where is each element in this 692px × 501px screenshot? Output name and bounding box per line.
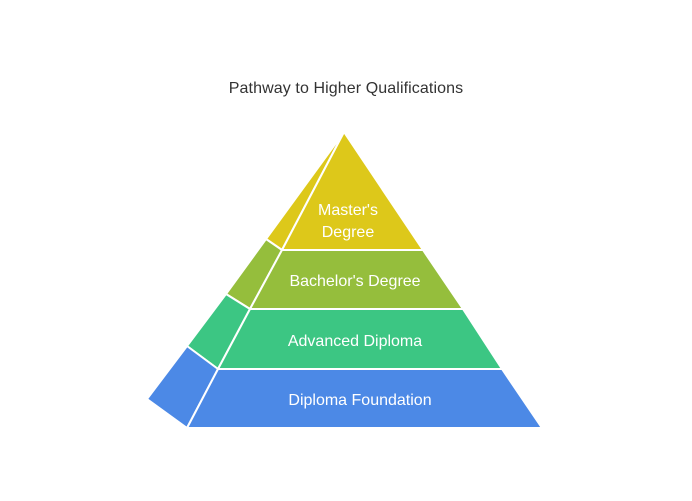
tier-masters-label-line2: Degree xyxy=(322,224,375,241)
tier-foundation-face xyxy=(186,368,543,429)
tier-bachelors: Bachelor's Degree xyxy=(225,238,464,310)
tier-advanced: Advanced Diploma xyxy=(186,293,503,370)
tier-foundation-label: Diploma Foundation xyxy=(288,392,431,409)
tier-advanced-label: Advanced Diploma xyxy=(288,333,422,350)
tier-foundation: Diploma Foundation xyxy=(146,345,543,429)
tier-bachelors-label: Bachelor's Degree xyxy=(289,273,420,290)
diagram-title: Pathway to Higher Qualifications xyxy=(228,80,464,97)
tier-masters: Master's Degree xyxy=(265,131,424,251)
tier-masters-label-line1: Master's xyxy=(318,202,378,219)
